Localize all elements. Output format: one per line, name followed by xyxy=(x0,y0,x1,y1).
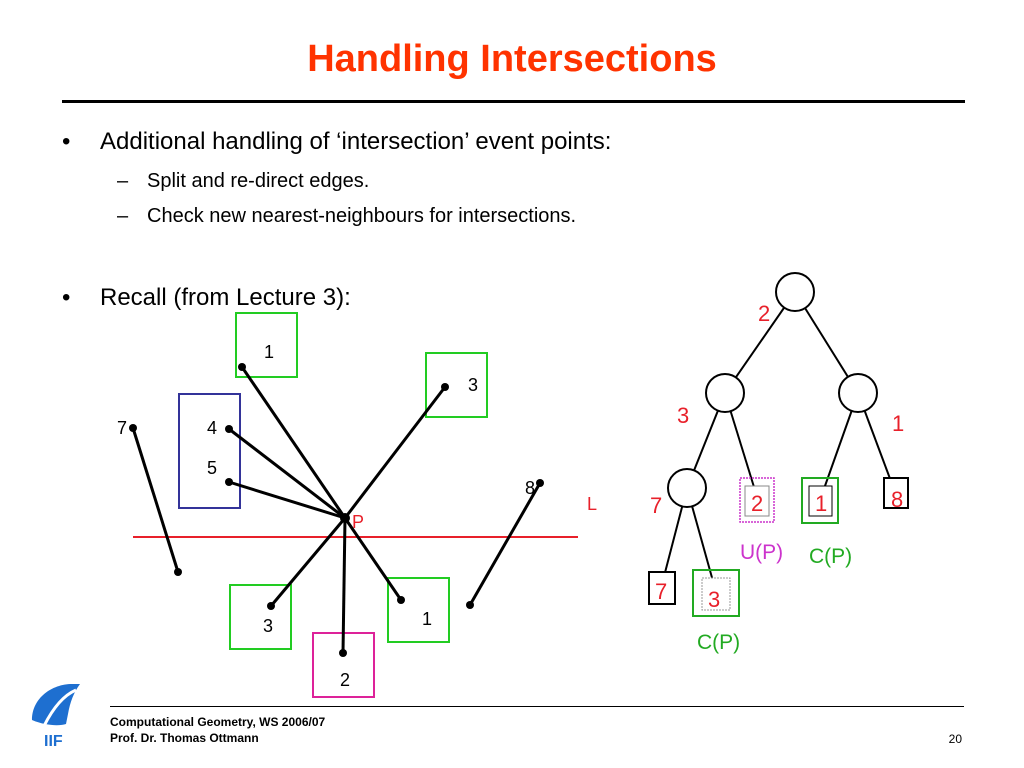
sub-bullet-2-text: Check new nearest-neighbours for interse… xyxy=(147,205,577,227)
page-number: 20 xyxy=(948,732,962,746)
logo-text: IIF xyxy=(44,733,63,750)
endpoint-dot xyxy=(225,425,233,433)
sub-bullet-2: – Check new nearest-neighbours for inter… xyxy=(117,205,577,228)
leaf-box-7 xyxy=(648,571,676,605)
endpoint-dot xyxy=(174,568,182,576)
bullet-dot: • xyxy=(62,128,71,155)
footer-rule xyxy=(110,706,964,707)
right-figure: 2 3 1 7 2 1 8 7 3 U(P) C(P) C(P) xyxy=(648,272,909,654)
segment-box-3-bottom xyxy=(229,584,292,650)
node-label: 7 xyxy=(650,493,662,518)
segment-1 xyxy=(240,366,347,519)
leaf-box-c-lower xyxy=(692,569,740,617)
left-figure: 1 3 7 4 5 8 3 1 2 P L xyxy=(117,312,597,698)
bullet-1-text: Additional handling of ‘intersection’ ev… xyxy=(100,128,612,155)
tree-node xyxy=(705,373,745,413)
segment-3-lower xyxy=(269,517,347,607)
sweep-line-label: L xyxy=(587,494,597,514)
sub-bullet-1: – Split and re-direct edges. xyxy=(117,170,370,193)
tree-node-root xyxy=(775,272,815,312)
segment-label: 1 xyxy=(422,609,432,629)
endpoint-dot xyxy=(536,479,544,487)
leaf-box-8 xyxy=(883,477,909,509)
endpoint-dot xyxy=(441,383,449,391)
endpoint-dot xyxy=(466,601,474,609)
tree-node xyxy=(838,373,878,413)
endpoint-dot xyxy=(397,596,405,604)
segment-7 xyxy=(131,427,180,573)
leaf-box-c xyxy=(801,477,839,524)
endpoint-dot xyxy=(225,478,233,486)
sub-bullet-1-text: Split and re-direct edges. xyxy=(147,170,370,192)
intersection-point-p xyxy=(340,513,350,523)
tree-node xyxy=(667,468,707,508)
node-label: 3 xyxy=(677,403,689,428)
set-label-upper: U(P) xyxy=(740,541,783,564)
segment-box-4-5 xyxy=(178,393,241,509)
node-label: 2 xyxy=(758,301,770,326)
segment-label: 1 xyxy=(264,342,274,362)
leaf-label: 7 xyxy=(655,579,667,604)
leaf-inner-box xyxy=(808,485,833,517)
leaf-box-upper xyxy=(739,477,775,523)
bullet-2-text: Recall (from Lecture 3): xyxy=(100,284,351,311)
institute-logo: IIF xyxy=(32,684,80,750)
segment-box-1-bottom xyxy=(387,577,450,643)
segment-3 xyxy=(343,386,447,519)
segment-label: 3 xyxy=(468,375,478,395)
endpoint-dot xyxy=(238,363,246,371)
segment-box-3-top xyxy=(425,352,488,418)
footer-text: Computational Geometry, WS 2006/07 Prof.… xyxy=(110,714,325,746)
segment-label: 7 xyxy=(117,418,127,438)
segment-2 xyxy=(341,517,347,654)
segment-box-1-top xyxy=(235,312,298,378)
node-label: 1 xyxy=(892,411,904,436)
endpoint-dot xyxy=(267,602,275,610)
segment-8 xyxy=(468,482,542,606)
sub-dash: – xyxy=(117,205,129,227)
segment-label: 3 xyxy=(263,616,273,636)
leaf-inner-box xyxy=(744,485,770,517)
segment-label: 8 xyxy=(525,478,535,498)
footer-course: Computational Geometry, WS 2006/07 xyxy=(110,715,326,729)
segment-label: 4 xyxy=(207,418,217,438)
tree-edge xyxy=(724,291,796,394)
bullet-dot: • xyxy=(62,284,71,311)
segment-1-lower xyxy=(343,517,403,601)
footer-author: Prof. Dr. Thomas Ottmann xyxy=(110,731,259,745)
segment-5 xyxy=(228,480,346,520)
leaf-label: 2 xyxy=(751,491,763,516)
endpoint-dot xyxy=(339,649,347,657)
sub-dash: – xyxy=(117,170,129,192)
segment-label: 2 xyxy=(340,670,350,690)
segment-label: 5 xyxy=(207,458,217,478)
endpoint-dot xyxy=(129,424,137,432)
leaf-inner-box xyxy=(701,577,731,611)
slide-title: Handling Intersections xyxy=(307,38,717,80)
point-label: P xyxy=(352,512,364,532)
leaf-label: 3 xyxy=(708,587,720,612)
set-label-c-lower: C(P) xyxy=(697,631,740,654)
segment-4 xyxy=(228,427,346,520)
title-rule xyxy=(62,100,965,103)
leaf-label: 8 xyxy=(891,487,903,512)
bullet-2: • Recall (from Lecture 3): xyxy=(62,284,351,312)
bullet-1: • Additional handling of ‘intersection’ … xyxy=(62,128,612,156)
leaf-label: 1 xyxy=(815,491,827,516)
set-label-c: C(P) xyxy=(809,545,852,568)
